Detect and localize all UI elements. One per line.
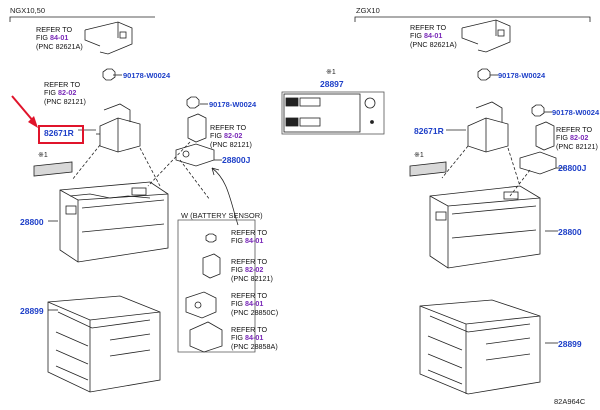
top-bracket-drawing-right	[461, 19, 511, 53]
fig-link[interactable]: 82-02	[57, 88, 77, 98]
part-number-90178-left-2[interactable]: 90178-W0024	[209, 100, 257, 109]
highlight-arrow	[11, 95, 38, 128]
right-section-bracket	[354, 16, 591, 22]
battery-tray-drawing-left	[47, 295, 161, 393]
note-mark-left: ※1	[38, 152, 48, 159]
part-number-90178-right-2[interactable]: 90178-W0024	[552, 108, 600, 117]
nut-drawing-left-2	[186, 96, 200, 109]
ref-right-mid[interactable]: REFER TO FIG 82-02 (PNC 82121)	[556, 125, 598, 151]
fig-link[interactable]: 82-02	[569, 133, 589, 143]
ref-sensor-4[interactable]: REFER TO FIG 84-01 (PNC 28858A)	[231, 325, 278, 351]
fig-link[interactable]: 82-02	[244, 265, 264, 275]
nut-drawing-right-1	[477, 68, 491, 81]
sensor-bracket-drawing	[189, 321, 223, 353]
cable-bracket-drawing-right	[467, 101, 509, 153]
note-mark-right: ※1	[414, 152, 424, 159]
section-label-right: ZGX10	[356, 6, 380, 15]
sensor-sub-box	[177, 219, 256, 353]
part-number-28800-left[interactable]: 28800	[20, 217, 44, 227]
part-number-28897[interactable]: 28897	[320, 79, 344, 89]
part-number-82671R-right[interactable]: 82671R	[414, 126, 444, 136]
left-section-bracket	[9, 16, 155, 22]
terminal-drawing-left	[175, 113, 215, 167]
part-number-90178-right-1[interactable]: 90178-W0024	[498, 71, 546, 80]
sensor-nut-drawing	[205, 233, 217, 243]
nut-drawing-right-2	[531, 104, 545, 117]
ref-right-top[interactable]: REFER TO FIG 84-01 (PNC 82621A)	[410, 23, 457, 49]
sensor-terminal-drawing	[202, 253, 221, 279]
ref-sensor-1[interactable]: REFER TO FIG 84-01	[231, 228, 268, 246]
illustration-code: 82A964C	[554, 397, 586, 406]
ref-left-cable[interactable]: REFER TO FIG 82-02 (PNC 82121)	[210, 123, 252, 149]
battery-drawing-right	[429, 185, 541, 269]
cable-bracket-drawing-left	[96, 103, 141, 153]
battery-tray-drawing-right	[419, 299, 541, 395]
note-label-drawing-left	[33, 161, 73, 177]
section-label-battery-sensor: W (BATTERY SENSOR)	[181, 211, 263, 220]
top-bracket-drawing-left	[84, 21, 133, 55]
fig-link[interactable]: 82-02	[223, 131, 243, 141]
fig-link[interactable]: 84-01	[49, 33, 69, 43]
fig-link[interactable]: 84-01	[244, 236, 264, 246]
note-mark-center: ※1	[326, 69, 336, 76]
battery-drawing-left	[59, 181, 169, 263]
ref-sensor-3[interactable]: REFER TO FIG 84-01 (PNC 28850C)	[231, 291, 279, 317]
part-number-28899-left[interactable]: 28899	[20, 306, 44, 316]
nut-drawing-left-1	[102, 68, 116, 81]
ref-left-top[interactable]: REFER TO FIG 84-01 (PNC 82621A)	[36, 25, 83, 51]
fig-link[interactable]: 84-01	[244, 333, 264, 343]
highlight-box	[38, 125, 84, 144]
part-number-90178-left-1[interactable]: 90178-W0024	[123, 71, 171, 80]
warning-label-drawing	[281, 91, 385, 135]
fig-link[interactable]: 84-01	[244, 299, 264, 309]
note-label-drawing-right	[409, 161, 447, 177]
part-number-28800J-right[interactable]: 28800J	[558, 163, 587, 173]
part-number-82671R-left[interactable]: 82671R	[44, 128, 74, 138]
terminal-drawing-right	[519, 121, 557, 175]
part-number-28800-right[interactable]: 28800	[558, 227, 582, 237]
sensor-callout-arrow	[211, 167, 239, 226]
part-number-28800J-left[interactable]: 28800J	[222, 155, 251, 165]
ref-left-mid[interactable]: REFER TO FIG 82-02 (PNC 82121)	[44, 80, 86, 106]
fig-link[interactable]: 84-01	[423, 31, 443, 41]
sensor-drawing	[185, 291, 217, 319]
ref-sensor-2[interactable]: REFER TO FIG 82-02 (PNC 82121)	[231, 257, 273, 283]
part-number-28899-right[interactable]: 28899	[558, 339, 582, 349]
section-label-left: NGX10,50	[10, 6, 46, 15]
